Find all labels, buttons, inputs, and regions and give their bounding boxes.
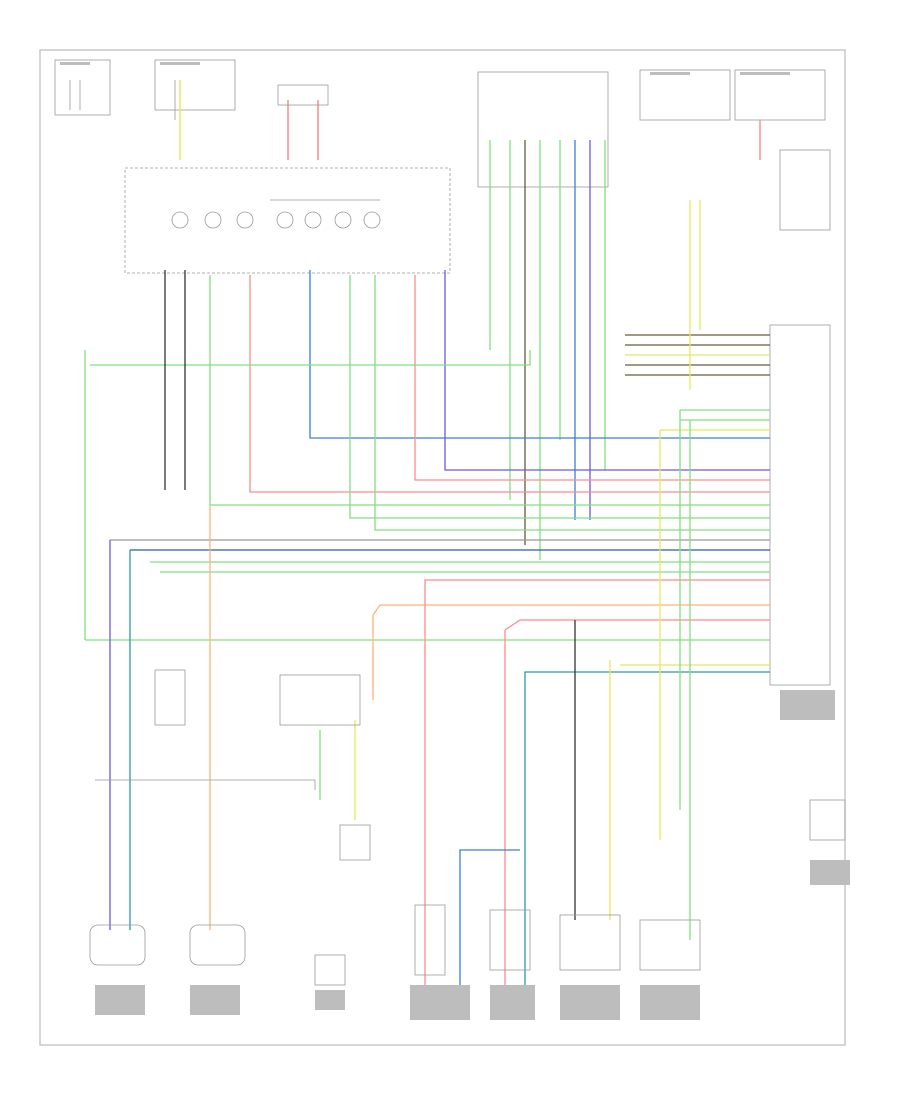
pink-fuse-feed: [277, 84, 329, 160]
lower-components: [89, 669, 701, 986]
faint-labels: [60, 62, 850, 1020]
diagram-frame: [39, 49, 846, 1046]
fuse-box-left: [54, 59, 236, 160]
instrument-cluster: [124, 167, 451, 274]
tcm-connector: [769, 149, 846, 841]
wire-harness: [84, 140, 770, 990]
fuse-box-right: [477, 69, 826, 188]
